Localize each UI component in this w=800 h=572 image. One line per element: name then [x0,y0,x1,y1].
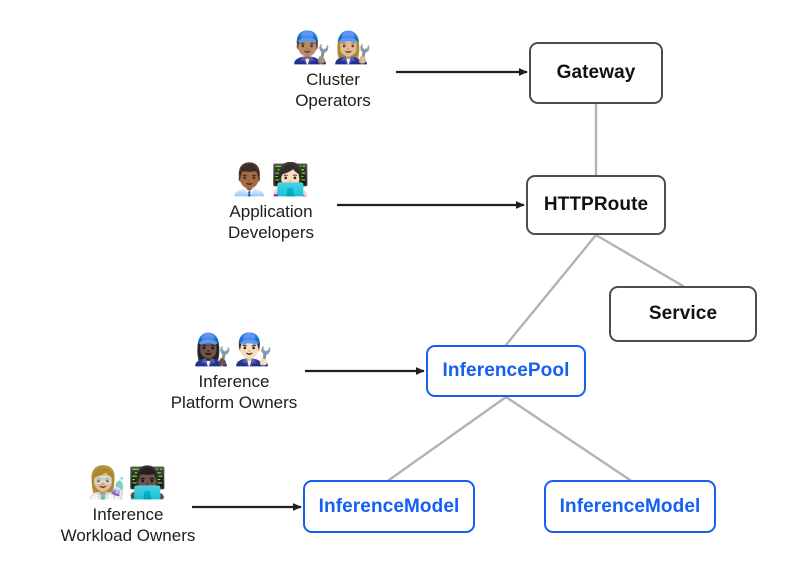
actor-arrows [192,68,528,511]
man-mechanic-icon: 👨🏽‍🔧👩🏼‍🔧 [292,30,374,66]
man-office-worker-icon: 👨🏾‍💼👩🏻‍💻 [230,162,312,198]
node-label: Gateway [556,62,636,83]
connector-httproute-to-service [594,233,685,288]
connector-inferencepool-to-model-2 [504,395,632,482]
node-label: HTTPRoute [543,194,649,215]
node-service[interactable]: Service [609,286,757,342]
node-label: InferenceModel [559,495,701,517]
node-inferencemodel2[interactable]: InferenceModel [544,480,716,533]
actor-inference-workload-owners: 👩🏼‍🔬👨🏿‍💻 Inference Workload Owners [52,465,204,546]
node-label: InferencePool [442,360,570,381]
actor-cluster-operators: 👨🏽‍🔧👩🏼‍🔧 Cluster Operators [268,30,398,111]
actor-label: Inference Platform Owners [170,372,298,412]
woman-scientist-icon: 👩🏼‍🔬👨🏿‍💻 [87,465,169,501]
actor-label: Cluster Operators [295,70,371,110]
connector-inferencepool-to-model-1 [387,395,508,482]
node-httproute[interactable]: HTTPRoute [526,175,666,235]
node-inferencemodel1[interactable]: InferenceModel [303,480,475,533]
node-label: Service [648,303,718,324]
actor-label: Inference Workload Owners [60,505,196,545]
actor-application-developers: 👨🏾‍💼👩🏻‍💻 Application Developers [206,162,336,243]
connector-httproute-to-inferencepool [504,233,598,347]
node-gateway[interactable]: Gateway [529,42,663,104]
node-inferencepool[interactable]: InferencePool [426,345,586,397]
actor-label: Application Developers [228,202,314,242]
actor-inference-platform-owners: 👩🏿‍🔧👨🏻‍🔧 Inference Platform Owners [160,332,308,413]
node-label: InferenceModel [318,495,460,517]
woman-construction-worker-icon: 👩🏿‍🔧👨🏻‍🔧 [193,332,275,368]
